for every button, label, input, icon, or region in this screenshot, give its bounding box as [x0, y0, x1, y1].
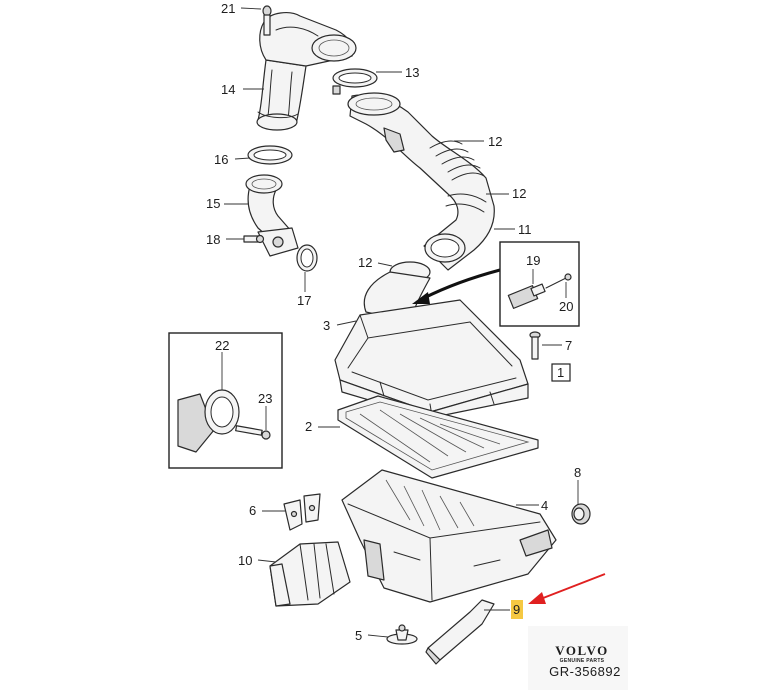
filter-element [337, 395, 539, 479]
callout-6: 6 [249, 503, 256, 518]
leader-lines [221, 7, 579, 638]
callout-19: 19 [526, 253, 540, 268]
callout-12-low: 12 [358, 255, 372, 270]
callout-13: 13 [405, 65, 419, 80]
drain-hose-9 [425, 599, 495, 665]
callout-9: 9 [513, 602, 520, 617]
callout-numbers: 21 13 14 12 16 12 15 11 18 19 12 17 20 3… [206, 1, 581, 643]
hose-clamp-13 [332, 68, 378, 95]
elbow-hose-15 [245, 174, 299, 257]
inset-box-throttle [168, 332, 283, 469]
callout-1: 1 [557, 365, 564, 380]
callout-11: 11 [518, 222, 532, 237]
callout-2: 2 [305, 419, 312, 434]
callout-14: 14 [221, 82, 235, 97]
brand-logo-subtext: GENUINE PARTS [559, 658, 605, 664]
bolt-18 [243, 234, 265, 244]
callout-16: 16 [214, 152, 228, 167]
fastener-5 [386, 624, 418, 645]
air-cleaner-lid [334, 299, 529, 419]
callout-20: 20 [559, 299, 573, 314]
screw-7 [529, 331, 541, 360]
inlet-duct-10 [269, 541, 351, 607]
lid-hose-12 [363, 261, 431, 323]
intercooler-hose-11 [347, 92, 495, 271]
brand-logo: VOLVO [555, 643, 609, 658]
callout-10: 10 [238, 553, 252, 568]
callout-4: 4 [541, 498, 548, 513]
callout-12-top: 12 [488, 134, 502, 149]
red-pointer-arrow [528, 573, 606, 604]
callout-12-mid: 12 [512, 186, 526, 201]
callout-3: 3 [323, 318, 330, 333]
grommet-8 [571, 503, 591, 525]
callout-8: 8 [574, 465, 581, 480]
hose-clamp-16 [247, 145, 293, 165]
screw-21 [262, 5, 272, 36]
diagram-reference-number: GR-356892 [549, 664, 621, 679]
callout-23: 23 [258, 391, 272, 406]
callout-22: 22 [215, 338, 229, 353]
ref-box-1 [551, 363, 571, 382]
callout-5: 5 [355, 628, 362, 643]
callout-9-highlight [511, 600, 523, 619]
callout-15: 15 [206, 196, 220, 211]
callout-21: 21 [221, 1, 235, 16]
clips-6 [283, 493, 321, 531]
callout-18: 18 [206, 232, 220, 247]
o-ring-17 [296, 244, 318, 272]
turbo-inlet-hose [256, 12, 357, 131]
brand-logo-area [528, 626, 628, 690]
callout-17: 17 [297, 293, 311, 308]
air-cleaner-housing [341, 469, 557, 603]
callout-7: 7 [565, 338, 572, 353]
inset-pointer-arrow [412, 268, 501, 304]
